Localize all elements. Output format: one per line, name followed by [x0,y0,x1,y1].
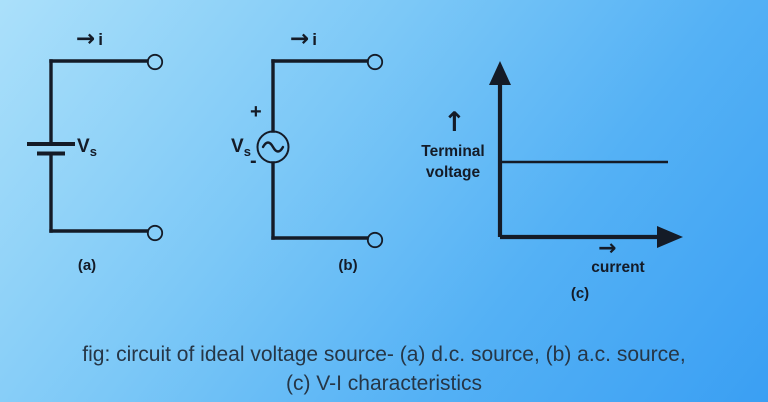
dc-circuit [27,53,164,242]
current-arrow-icon: → [598,236,617,261]
dc-current-arrow-icon: → [76,26,96,52]
ac-current-arrow-icon: → [290,26,310,52]
dc-current-direction: → i [76,28,103,51]
dc-source-voltage-label: Vs [77,136,97,159]
vi-figure-caption: (c) [570,285,590,302]
dc-current-label: i [98,29,104,49]
ac-top-terminal [366,53,384,71]
figure-main-caption: fig: circuit of ideal voltage source- (a… [82,343,686,395]
vi-graph [489,61,683,248]
dc-vs-sub: s [89,144,97,159]
terminal-voltage-arrow-icon: ↑ [443,107,466,138]
ac-current-direction: → i [290,28,317,51]
dc-top-terminal [146,53,164,71]
y-axis-label: Terminal voltage [421,143,485,181]
dc-bottom-terminal [146,224,164,242]
ac-current-label: i [312,29,318,49]
vi-y-axis-arrowhead [489,61,511,85]
ac-plus-sign: + [250,101,262,123]
dc-figure-caption: (a) [77,257,97,274]
ac-minus-sign: - [250,150,257,172]
ac-vs-sub: s [243,144,251,159]
ac-bottom-terminal [366,231,384,249]
x-axis-label: current [591,259,645,276]
dc-vs-main: V [77,136,90,157]
ac-figure-caption: (b) [338,257,358,274]
ac-circuit [256,53,384,249]
vi-x-axis-arrowhead [657,226,683,248]
ac-waveform-icon [261,141,285,153]
ac-source-voltage-label: Vs [231,136,251,159]
ac-vs-main: V [231,136,244,157]
